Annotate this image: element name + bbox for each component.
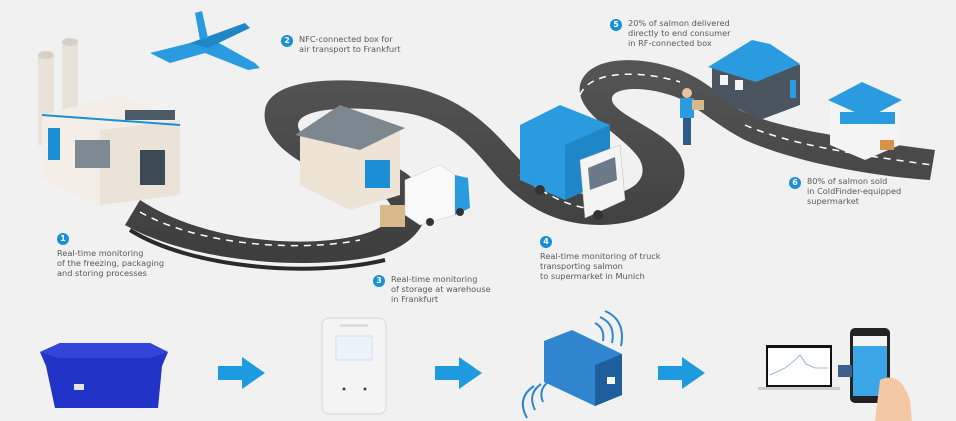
step-3-label: 3 Real-time monitoring of storage at war… [373,274,491,304]
wireless-container-image [521,310,623,419]
tracking-device-image [321,317,387,415]
step-number-badge: 4 [540,236,552,248]
courier-illustration [680,88,704,145]
step-number-badge: 6 [789,177,801,189]
step-number-badge: 2 [281,35,293,47]
step-6-label: 6 80% of salmon sold in ColdFinder-equip… [789,176,901,206]
blue-crate-image [40,343,168,408]
warehouse-illustration [295,105,405,227]
house-illustration [708,40,800,120]
delivery-van-illustration [404,164,470,226]
arrow-icon-3 [658,357,705,389]
laptop-dashboard-image [758,345,840,390]
airplane-illustration [150,11,260,70]
arrow-icon-2 [435,357,482,389]
step-1-label: 1 Real-time monitoring of the freezing, … [57,233,165,278]
smartphone-dashboard-image [838,328,912,421]
step-2-label: 2 NFC-connected box for air transport to… [281,34,401,54]
step-number-badge: 1 [57,233,69,245]
step-number-badge: 3 [373,275,385,287]
truck-illustration [520,105,626,220]
supermarket-illustration [828,82,902,160]
step-5-label: 5 20% of salmon delivered directly to en… [610,18,731,48]
arrow-icon-1 [218,357,265,389]
factory-illustration [38,38,181,205]
step-number-badge: 5 [610,19,622,31]
road [125,60,935,271]
step-4-label: 4 Real-time monitoring of truck transpor… [540,236,661,281]
